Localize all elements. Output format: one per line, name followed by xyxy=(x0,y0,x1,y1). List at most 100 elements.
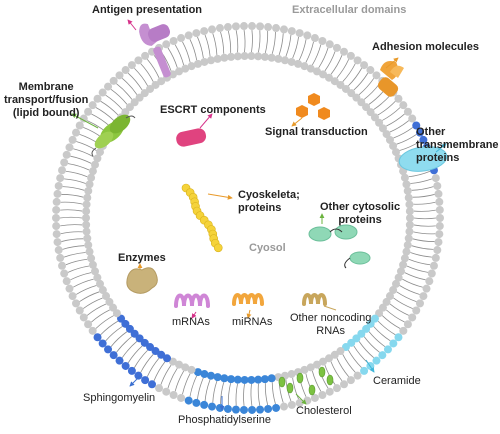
lipid-tail xyxy=(342,354,356,373)
lipid-tail xyxy=(336,357,350,377)
lipid-tail xyxy=(160,364,172,385)
lipid-head-outer xyxy=(433,246,442,255)
lipid-head-outer xyxy=(360,366,369,375)
lipid-head-outer xyxy=(56,174,65,183)
lipid-head-outer xyxy=(127,61,136,70)
lipid-tail xyxy=(182,373,191,395)
lipid-head-inner xyxy=(168,70,177,79)
cholesterol-arrow xyxy=(295,393,307,405)
lipid-head-inner xyxy=(168,357,177,366)
lipid-head-inner xyxy=(96,279,105,288)
lipid-head-inner xyxy=(220,374,229,383)
lipid-tail xyxy=(305,41,314,63)
lipid-tail xyxy=(110,88,128,105)
lipid-head-inner xyxy=(402,180,411,189)
lipid-head-inner xyxy=(300,62,309,71)
lipid-tail xyxy=(399,141,420,151)
lipid-head-inner xyxy=(382,297,391,306)
lipid-head-inner xyxy=(200,57,209,66)
lipid-head-inner xyxy=(396,267,405,276)
lipid-head-outer xyxy=(141,51,150,60)
lipid-head-inner xyxy=(405,227,414,236)
lipid-head-inner xyxy=(82,200,91,209)
lipid-tail xyxy=(292,377,299,400)
lipid-tail xyxy=(79,291,100,302)
lipid-tail xyxy=(67,265,90,273)
sphingomyelin-arrow xyxy=(129,375,141,387)
lipid-head-inner xyxy=(233,375,242,384)
lipid-head-inner xyxy=(82,227,91,236)
lipid-head-inner xyxy=(341,343,350,352)
lipid-head-outer xyxy=(340,380,348,389)
lipid-head-inner xyxy=(157,350,166,359)
noncoding-rna-squiggle xyxy=(302,293,327,306)
lipid-tail xyxy=(408,170,431,178)
lipid-tail xyxy=(411,245,434,250)
lipid-head-outer xyxy=(60,269,69,278)
lipid-tail xyxy=(189,39,198,61)
lipid-tail xyxy=(311,44,322,66)
lipid-tail xyxy=(61,194,84,198)
label-extracellular-domains: Extracellular domains xyxy=(292,4,407,16)
lipid-head-outer xyxy=(360,61,369,70)
lipid-head-inner xyxy=(405,220,414,229)
lipid-head-outer xyxy=(287,400,296,409)
lipid-tail xyxy=(386,309,405,323)
lipid-tail xyxy=(412,238,435,242)
lipid-head-inner xyxy=(254,375,263,384)
lipid-head-inner xyxy=(294,59,303,68)
lipid-head-inner xyxy=(405,207,414,216)
lipid-head-inner xyxy=(87,254,96,263)
lipid-head-outer xyxy=(75,121,84,130)
lipid-tail xyxy=(382,107,401,121)
lipid-head-inner xyxy=(375,309,384,318)
lipid-head-inner xyxy=(399,260,408,269)
lipid-head-inner xyxy=(336,347,345,356)
lipid-tail xyxy=(264,31,269,54)
lipid-tail xyxy=(197,36,204,59)
lipid-tail xyxy=(100,320,119,336)
lipid-tail xyxy=(220,382,225,404)
lipid-tail xyxy=(413,201,436,205)
lipid-head-outer xyxy=(52,197,61,206)
lipid-tail xyxy=(204,379,211,402)
lipid-tail xyxy=(64,178,86,184)
lipid-head-outer xyxy=(399,326,408,335)
lipid-head-outer xyxy=(52,222,61,231)
membrane-transport-protein xyxy=(91,114,136,157)
lipid-tail xyxy=(110,331,128,347)
lipid-head-inner xyxy=(382,130,391,139)
noncoding-arrow xyxy=(323,305,337,311)
lipid-head-outer xyxy=(65,143,74,152)
lipid-head-inner xyxy=(193,59,202,68)
lipid-tail xyxy=(100,100,119,116)
lipid-tail xyxy=(410,178,433,184)
lipid-tail xyxy=(116,336,133,353)
lipid-tail xyxy=(220,31,225,54)
label-sphingomyelin: Sphingomyelin xyxy=(83,392,156,404)
lipid-tail xyxy=(76,141,97,151)
lipid-head-outer xyxy=(88,101,97,110)
lipid-head-outer xyxy=(231,22,240,31)
lipid-tail xyxy=(410,252,432,258)
lipid-tail xyxy=(60,224,83,227)
label-enzymes: Enzymes xyxy=(118,252,166,264)
escrt-arrow xyxy=(199,113,213,129)
lipid-tail xyxy=(67,163,90,171)
lipid-head-outer xyxy=(264,404,273,413)
lipid-head-inner xyxy=(157,77,166,86)
lipid-head-outer xyxy=(256,22,265,31)
lipid-head-outer xyxy=(256,405,265,414)
lipid-head-outer xyxy=(408,313,417,322)
lipid-head-outer xyxy=(403,107,412,116)
membrane-transport-arrow xyxy=(71,113,99,129)
lipid-head-outer xyxy=(279,25,288,34)
lipid-head-inner xyxy=(404,234,413,243)
lipid-head-inner xyxy=(267,53,276,62)
lipid-tail xyxy=(83,297,103,309)
lipid-head-inner xyxy=(82,207,91,216)
lipid-head-outer xyxy=(419,135,428,144)
lipid-head-outer xyxy=(435,205,444,214)
lipid-tail xyxy=(412,194,435,198)
lipid-head-inner xyxy=(151,347,160,356)
